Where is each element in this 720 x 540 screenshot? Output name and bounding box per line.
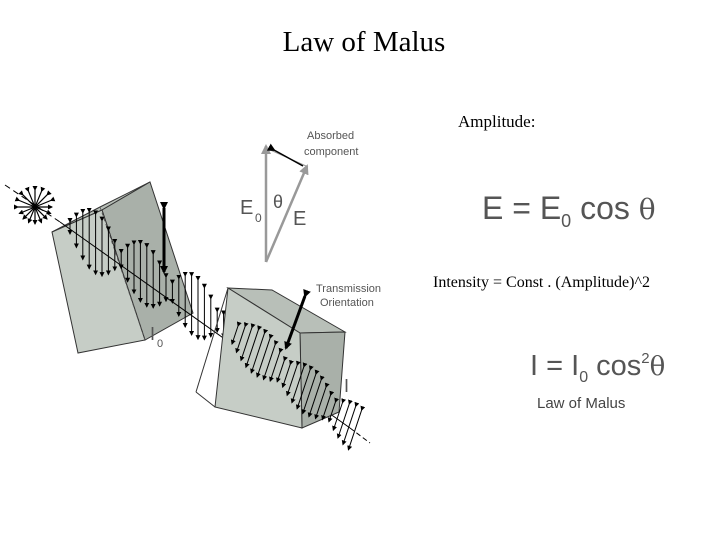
transmitted-vector — [341, 401, 360, 446]
theta-symbol: θ — [273, 192, 283, 212]
amplitude-label: Amplitude: — [458, 112, 536, 131]
transmitted-vector — [347, 405, 366, 451]
transmitted-wave — [230, 321, 366, 451]
eq2-func: cos — [596, 350, 642, 382]
transmission-orientation-arrow — [284, 288, 311, 350]
unpolarized-light-icon — [14, 186, 56, 225]
e0-symbol: E — [240, 197, 253, 219]
intensity-equation: I = I0 cos2θ — [530, 350, 665, 387]
eq2-power: 2 — [641, 350, 650, 367]
i0-subscript: 0 — [157, 338, 163, 350]
vector-triangle — [261, 143, 309, 263]
eq1-rhs-sub: 0 — [561, 211, 572, 231]
i-symbol: I — [344, 376, 349, 396]
eq1-func: cos — [580, 190, 630, 226]
eq2-equals: = — [546, 350, 564, 382]
eq2-rhs-sub: 0 — [579, 369, 589, 386]
incoming-beam-line — [4, 184, 61, 223]
absorbed-label-1: Absorbed — [307, 130, 354, 142]
e-symbol: E — [293, 208, 306, 230]
amplitude-equation: E = E0 cos θ — [482, 190, 656, 232]
eq1-rhs-symbol: E — [539, 190, 562, 226]
first-polarizer — [51, 181, 194, 354]
eq1-equals: = — [512, 190, 531, 226]
eq1-lhs: E — [482, 190, 504, 226]
eq1-angle: θ — [638, 193, 656, 226]
e0-subscript: 0 — [255, 211, 262, 225]
eq2-lhs: I — [530, 350, 539, 382]
outgoing-beam-line — [349, 427, 371, 444]
equation-caption: Law of Malus — [537, 395, 626, 412]
transmission-label-2: Orientation — [320, 297, 374, 309]
starburst-ray — [18, 196, 56, 215]
eq2-angle: θ — [649, 352, 666, 382]
intensity-label: Intensity = Const . (Amplitude)^2 — [433, 274, 650, 291]
transmission-label-1: Transmission — [316, 283, 381, 295]
eq2-rhs-symbol: I — [571, 350, 580, 382]
slide-title: Law of Malus — [282, 26, 446, 58]
i0-symbol: I — [150, 324, 155, 344]
absorbed-label-2: component — [304, 146, 358, 158]
